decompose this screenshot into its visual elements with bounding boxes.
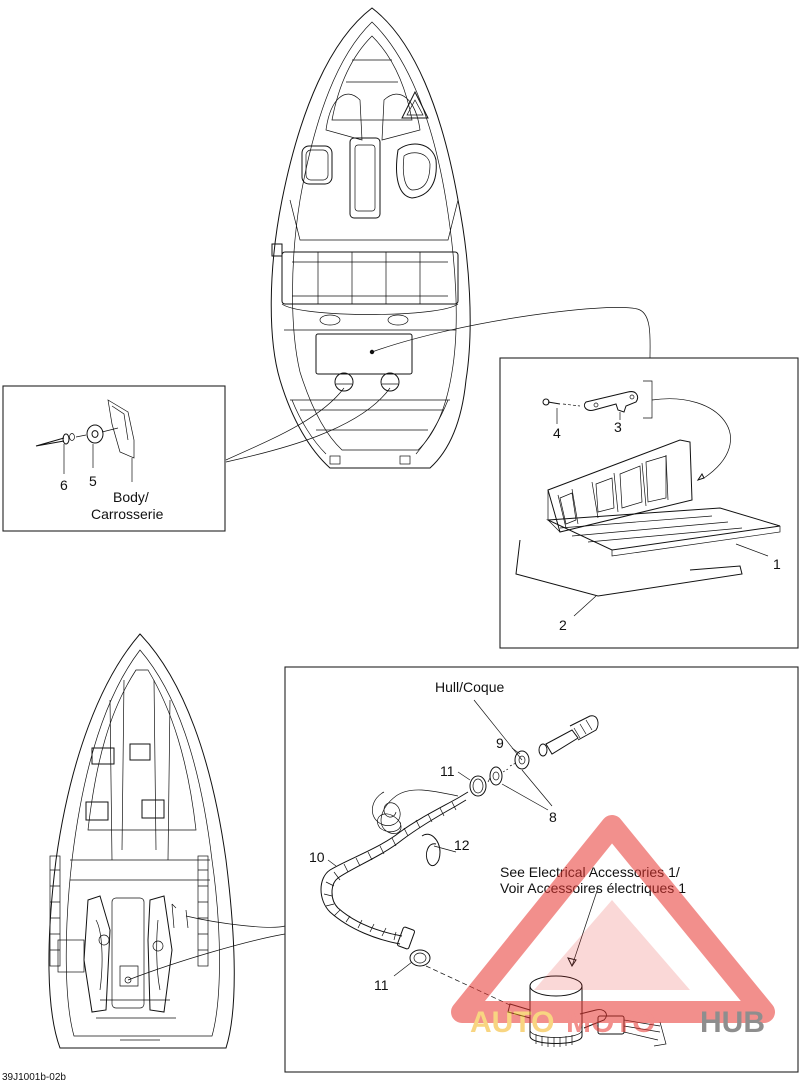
body-label-line2: Carrosserie (91, 506, 164, 522)
watermark-hub: HUB (700, 1006, 765, 1039)
figure-code: 39J1001b-02b (2, 1072, 66, 1083)
callout-3: 3 (614, 419, 622, 435)
bilge-detail-box (284, 666, 799, 1073)
watermark-logo: AUTO MOTO HUB (451, 815, 775, 1039)
leader-to-bilge-box (185, 915, 286, 928)
grommet-detail-box (2, 385, 226, 532)
callout-8: 8 (549, 809, 557, 825)
leader-to-panel-box (371, 307, 651, 359)
callout-11-top: 11 (440, 763, 455, 779)
callout-6: 6 (60, 477, 68, 493)
leader-to-bilge-box-2 (127, 933, 286, 981)
watercraft-hull-view (48, 633, 235, 1049)
leader-to-grommet-box (225, 387, 345, 461)
watermark-moto: MOTO (566, 1006, 655, 1039)
callout-2: 2 (559, 617, 567, 633)
watermark-auto: AUTO (470, 1006, 554, 1039)
callout-12: 12 (454, 837, 470, 853)
hull-label: Hull/Coque (435, 679, 504, 695)
callout-1: 1 (773, 556, 781, 572)
callout-5: 5 (89, 473, 97, 489)
watercraft-top-view (270, 7, 471, 469)
callout-11-bottom: 11 (374, 977, 389, 993)
panel-assembly (515, 380, 781, 617)
panel-detail-box (499, 357, 799, 649)
callout-4: 4 (553, 425, 561, 441)
grommet-assembly (35, 399, 135, 482)
leader-to-grommet-box-2 (225, 387, 391, 463)
callout-9: 9 (496, 735, 504, 751)
body-label-line1: Body/ (113, 489, 149, 505)
bilge-assembly (320, 715, 667, 1047)
callout-10: 10 (309, 849, 325, 865)
